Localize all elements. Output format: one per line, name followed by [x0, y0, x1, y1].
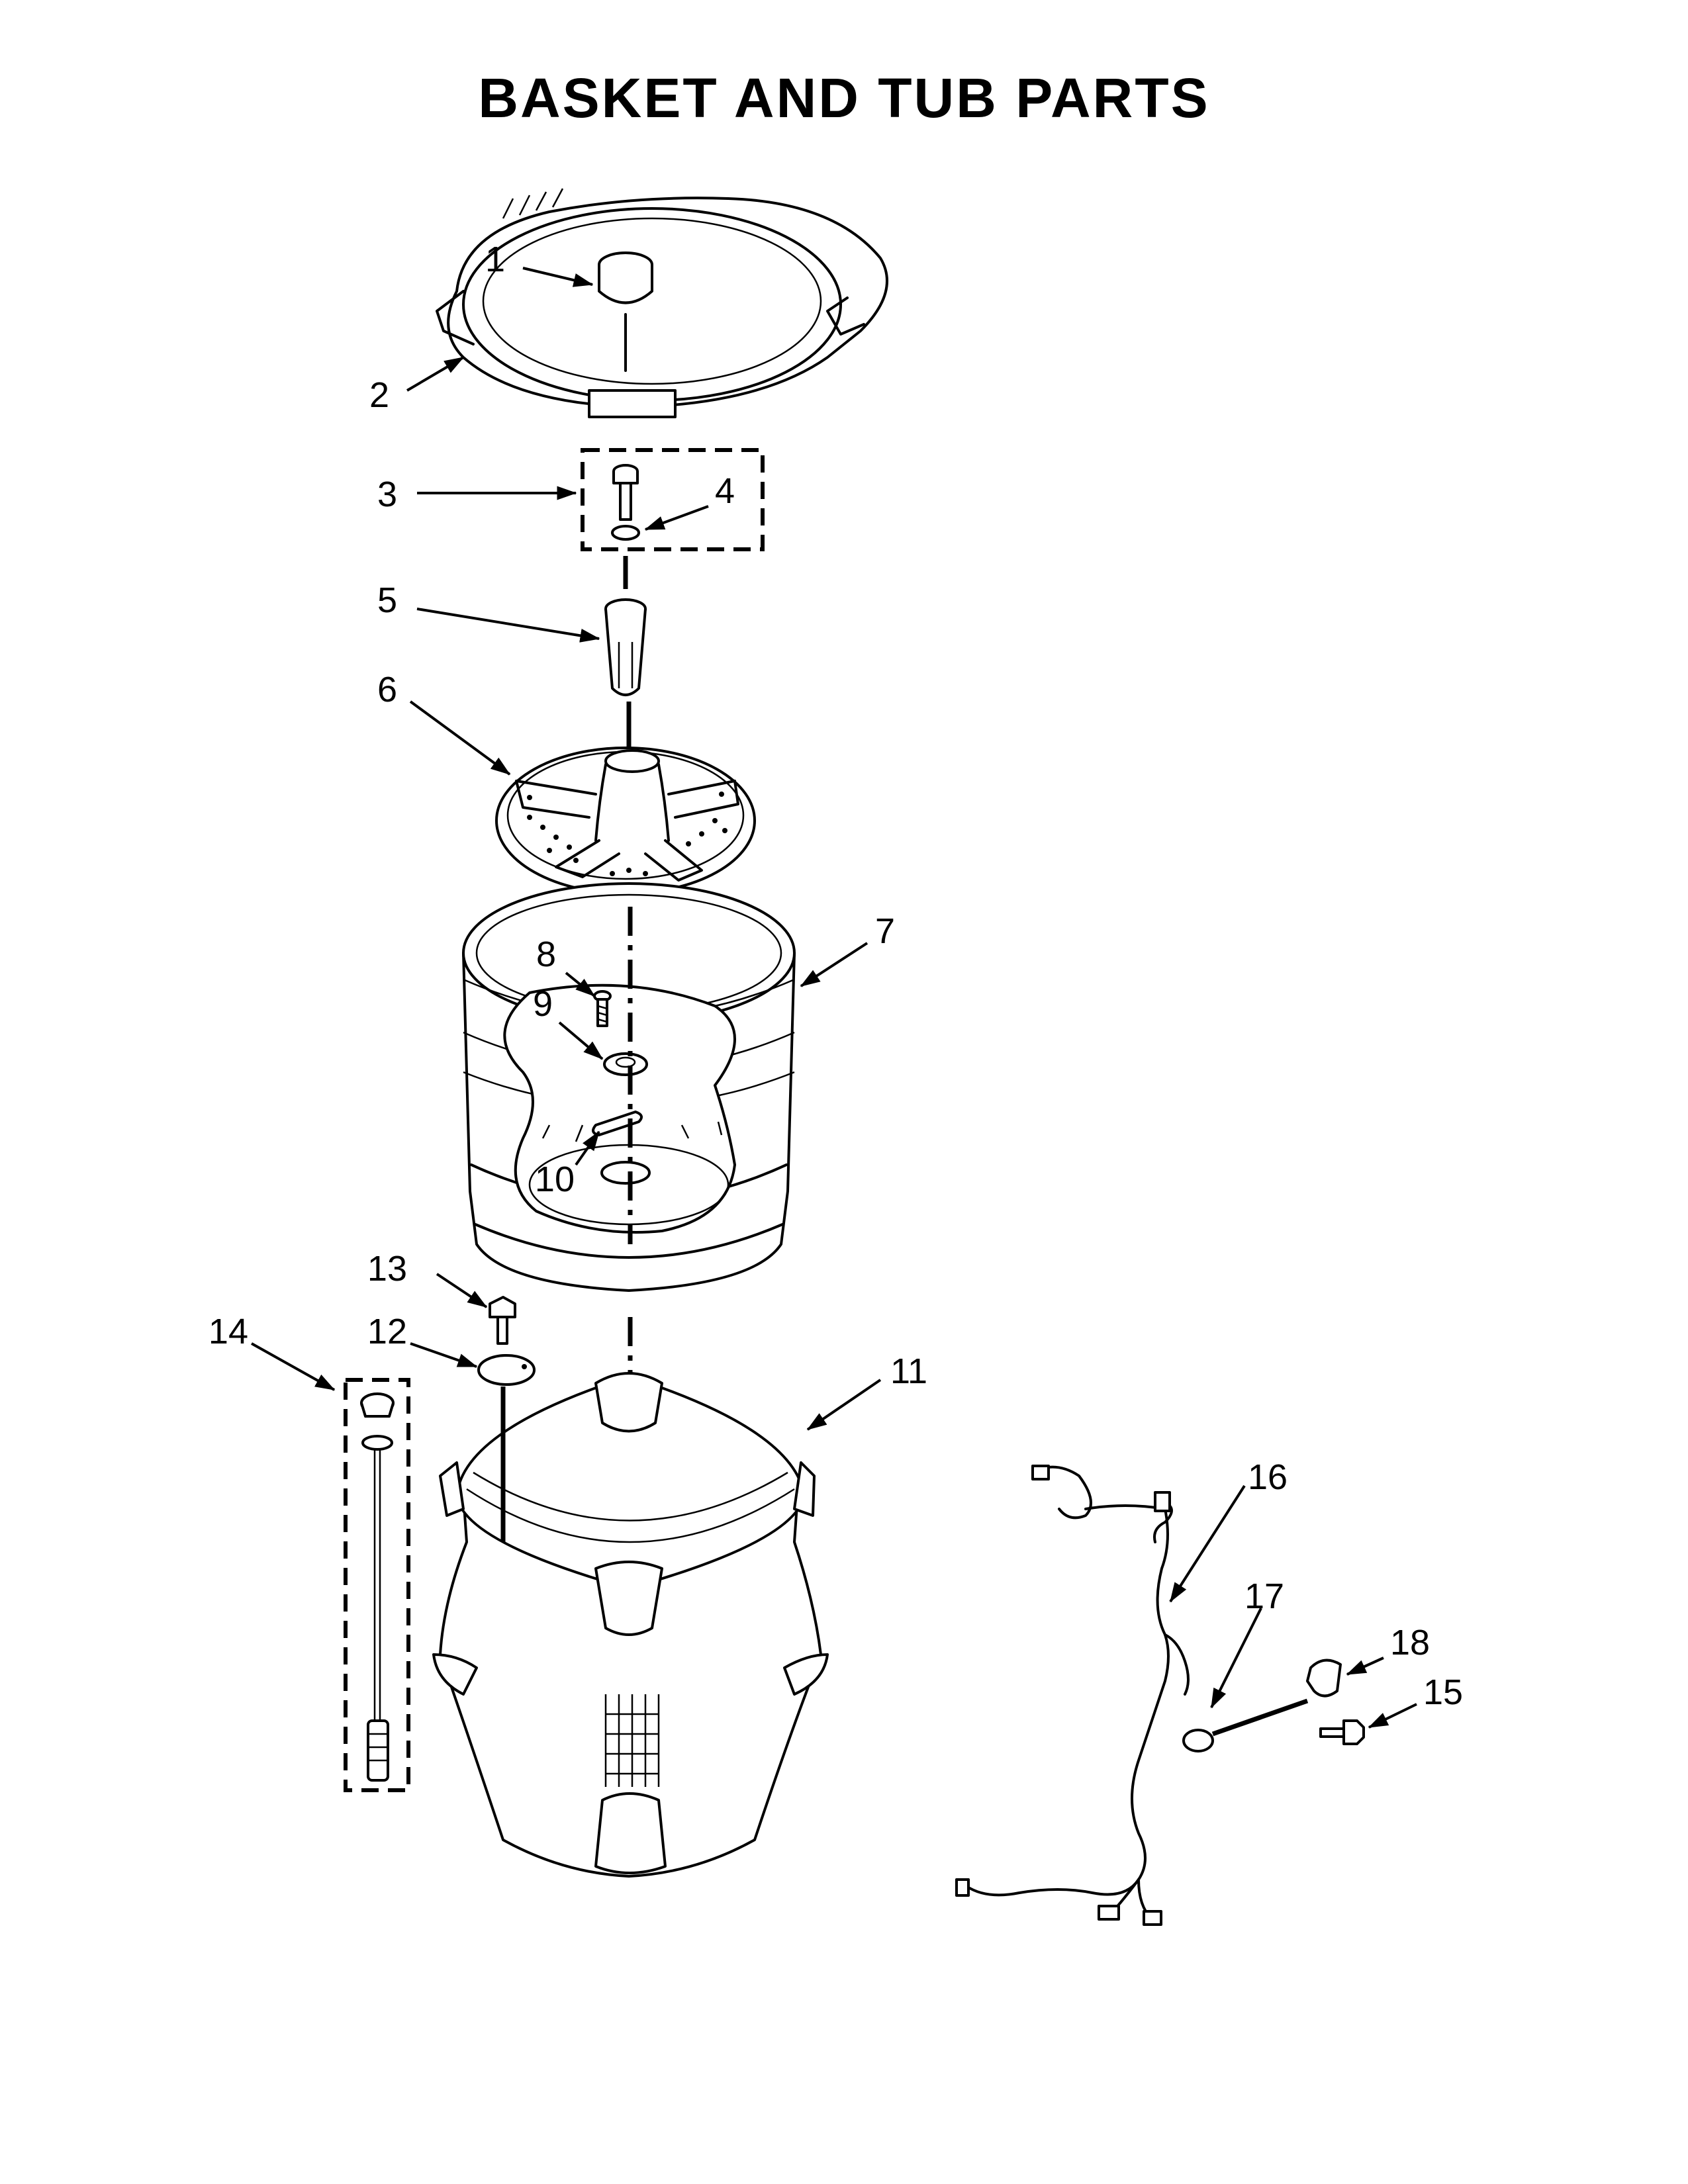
leader-lines [251, 267, 1417, 1729]
callout-17: 17 [1244, 1576, 1284, 1616]
cap-part [598, 251, 653, 372]
impeller-cap-part [604, 598, 647, 696]
outer-tub-part [432, 1372, 829, 1878]
hardware-kit-box [581, 448, 765, 551]
callout-16: 16 [1248, 1457, 1288, 1497]
callout-5: 5 [377, 580, 397, 620]
suspension-assembly-box [344, 1378, 410, 1792]
o-ring-part [1182, 1729, 1214, 1752]
screw-15-part [1319, 1719, 1365, 1745]
bolt-washer-part [611, 464, 640, 541]
basket-hub-part [600, 1161, 651, 1185]
suspension-rod-part [360, 1392, 395, 1782]
wire-harness-part [955, 1465, 1190, 1926]
callout-3: 3 [377, 475, 397, 514]
impeller-part [495, 747, 756, 895]
callout-12: 12 [367, 1312, 407, 1351]
callout-2: 2 [369, 375, 389, 415]
callout-8: 8 [536, 934, 556, 974]
callout-11: 11 [890, 1351, 927, 1391]
bolt-part [489, 1296, 516, 1345]
page-title: BASKET AND TUB PARTS [478, 67, 1210, 129]
clip-part [1306, 1659, 1342, 1698]
screw-part [593, 990, 612, 1027]
callout-15: 15 [1423, 1672, 1463, 1712]
grommet-plate-part [477, 1354, 536, 1386]
callout-10: 10 [535, 1160, 575, 1199]
hub-part [603, 1052, 648, 1076]
callout-4: 4 [715, 471, 735, 511]
connector-line [1211, 1698, 1309, 1737]
tub-ring-part [436, 188, 888, 418]
callout-18: 18 [1390, 1623, 1430, 1662]
key-part [592, 1111, 643, 1136]
callout-9: 9 [533, 984, 553, 1024]
callout-14: 14 [209, 1312, 248, 1351]
callout-1: 1 [485, 240, 505, 279]
callout-13: 13 [367, 1249, 407, 1289]
callout-7: 7 [875, 911, 895, 951]
callout-6: 6 [377, 670, 397, 709]
